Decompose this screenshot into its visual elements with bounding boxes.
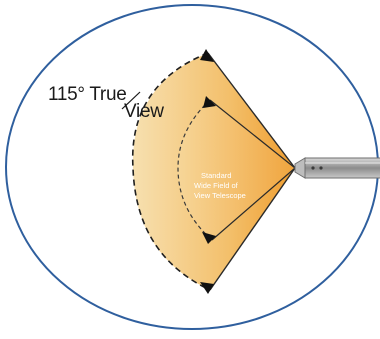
true-view-label-line2: View [124, 101, 164, 123]
standard-label-line2: Wide Field of [194, 182, 238, 190]
true-view-label: 115° True [48, 84, 127, 106]
standard-label-line3: View Telescope [194, 192, 246, 200]
standard-label-line1: Standard [201, 172, 231, 180]
telescope [295, 158, 380, 178]
